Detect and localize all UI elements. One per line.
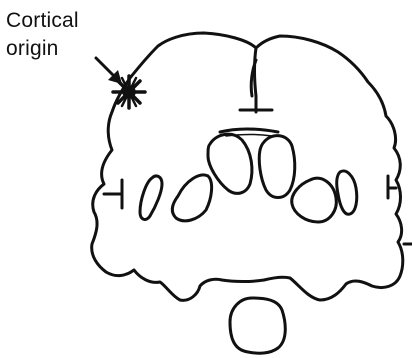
- corpus-callosum-lower: [226, 135, 272, 137]
- starburst-icon: [113, 76, 145, 108]
- right-lateral-structure: [337, 171, 357, 214]
- left-ventricle: [208, 134, 252, 193]
- brain-contour: [92, 33, 403, 300]
- corpus-callosum-upper: [220, 129, 278, 132]
- left-lateral-structure: [140, 176, 162, 219]
- right-lentiform-nucleus: [292, 178, 337, 222]
- longitudinal-fissure: [255, 48, 257, 112]
- brainstem: [230, 298, 285, 353]
- right-ventricle: [259, 136, 295, 198]
- left-lentiform-nucleus: [172, 175, 211, 221]
